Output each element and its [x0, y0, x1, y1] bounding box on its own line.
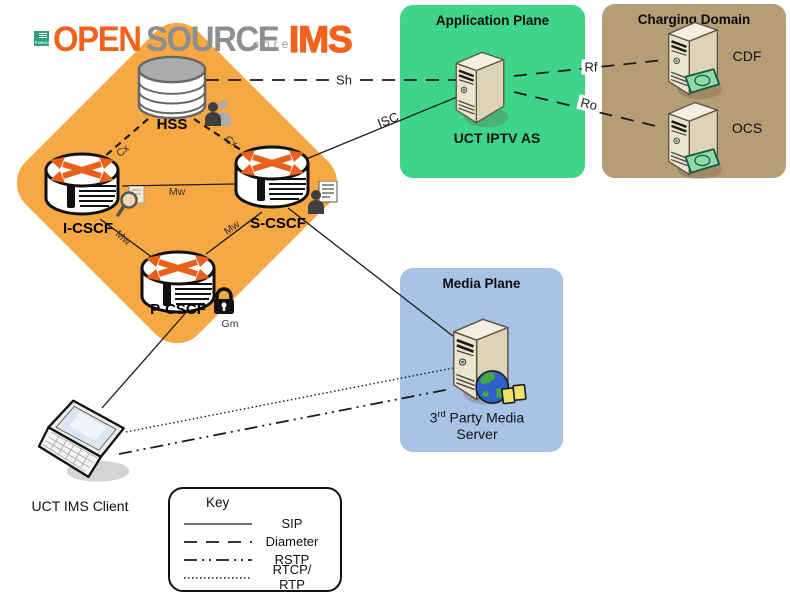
- magnifier-icon: [116, 186, 145, 217]
- media-plane-title: Media Plane: [442, 276, 521, 291]
- opensource-ims-logo: FOKUS OPEN SOURCE IMS: [34, 19, 353, 60]
- uct-iptv-as-label: UCT IPTV AS: [453, 130, 541, 146]
- logo-core-text: core: [253, 37, 293, 51]
- icscf-label: I-CSCF: [63, 220, 113, 237]
- line-mw-scscf-pcscf: [205, 211, 263, 255]
- media-server-label-line2: Server: [456, 426, 498, 443]
- cdf-server-icon: [667, 21, 724, 101]
- legend-key-box: Key SIP Diameter RSTP RTCP/ RTP: [168, 487, 342, 592]
- media-server-label: 3rd Party Media Server: [407, 409, 547, 443]
- charging-domain-title: Charging Domain: [637, 12, 751, 27]
- pcscf-label: P-CSCF: [150, 301, 206, 318]
- line-cx-hss-scscf: [193, 118, 245, 153]
- fokus-logo-icon: FOKUS: [34, 31, 50, 46]
- laptop-icon: [38, 399, 130, 482]
- media-server-icon: [452, 317, 527, 407]
- legend-line-dashed: [184, 541, 252, 543]
- line-cx-hss-icscf: [103, 118, 149, 158]
- legend-row-diameter: Diameter: [182, 534, 330, 550]
- line-gm-pcscf-client: [101, 307, 191, 409]
- users-icon: [205, 100, 231, 126]
- globe-icon: [475, 370, 510, 404]
- application-plane-title: Application Plane: [435, 13, 550, 28]
- logo-open-text: OPEN: [53, 20, 142, 59]
- legend-label-diameter: Diameter: [265, 533, 319, 549]
- scscf-label: S-CSCF: [250, 215, 306, 232]
- hss-label: HSS: [156, 116, 188, 133]
- ocs-server-icon: [667, 101, 724, 181]
- legend-line-dashdot: [184, 559, 252, 561]
- logo-ims-text: IMS: [288, 19, 353, 60]
- logo-source-text: SOURCE: [146, 20, 280, 59]
- ocs-label: OCS: [731, 120, 763, 136]
- legend-line-dotted: [184, 577, 252, 579]
- legend-label-rtcp-line2: RTP: [279, 577, 305, 592]
- line-rtcp-rtp: [125, 367, 454, 433]
- legend-label-sip: SIP: [281, 515, 303, 531]
- cdf-label: CDF: [732, 48, 762, 64]
- line-mw-icscf-pcscf: [99, 218, 154, 259]
- line-isc-sip: [298, 96, 458, 163]
- lock-icon: [214, 287, 234, 314]
- uct-ims-client-label: UCT IMS Client: [31, 498, 129, 514]
- legend-line-solid: [184, 523, 252, 525]
- legend-row-sip: SIP: [182, 516, 330, 532]
- media-server-label-num: 3: [429, 409, 438, 426]
- legend-label-rtcp-line1: RTCP/: [272, 562, 312, 578]
- legend-label-rstp: RSTP: [274, 551, 310, 567]
- legend-label-rtcp: RTCP/ RTP: [254, 563, 330, 592]
- interface-rf-label: Rf: [581, 59, 601, 75]
- interface-sh-label: Sh: [333, 72, 355, 88]
- uct-iptv-as-server-icon: [455, 51, 510, 129]
- interface-gm-label: Gm: [221, 318, 239, 330]
- icscf-router-icon: [42, 148, 122, 220]
- line-scscf-mediaserver: [287, 207, 459, 341]
- legend-row-rstp: RSTP: [182, 552, 330, 568]
- legend-title: Key: [206, 495, 230, 510]
- person-document-icon: [308, 181, 338, 214]
- interface-mw-icscf-scscf-label: Mw: [168, 186, 186, 198]
- legend-row-rtcp: RTCP/ RTP: [182, 563, 330, 592]
- line-rstp: [118, 388, 451, 455]
- media-plane-box: Media Plane: [400, 268, 563, 452]
- media-server-label-rest: Party Media: [445, 409, 525, 426]
- scscf-router-icon: [232, 141, 312, 213]
- hss-database-icon: [137, 55, 207, 120]
- media-server-label-sup: rd: [437, 409, 446, 419]
- film-frames-icon: [501, 383, 527, 405]
